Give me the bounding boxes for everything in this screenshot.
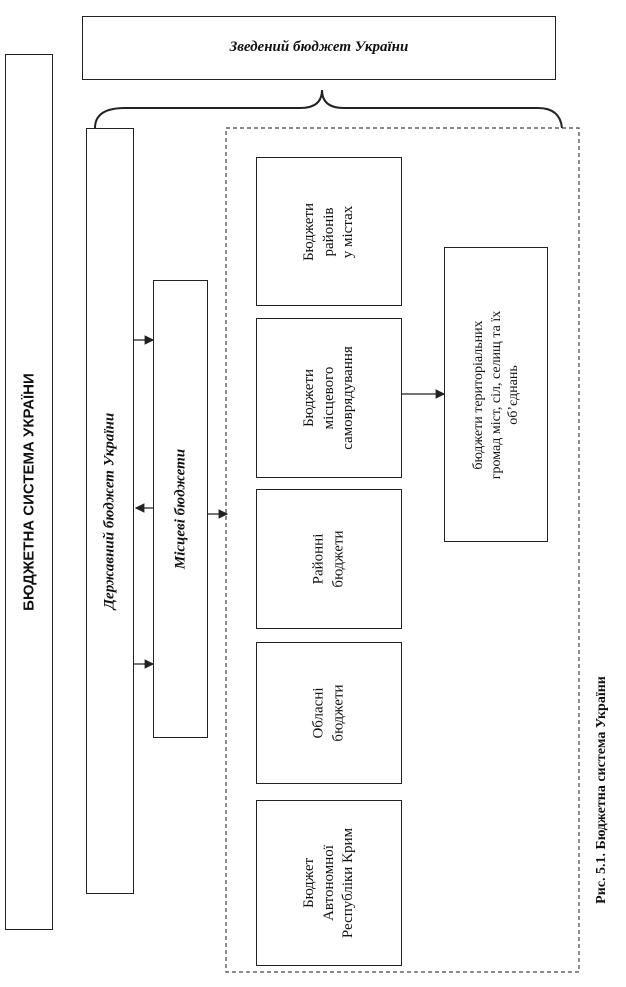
territorial-community-budgets-box: бюджети територіальних громад міст, сіл,… — [444, 247, 548, 542]
district-budgets-box: Районні бюджети — [256, 489, 402, 629]
self-government-budgets-label: Бюджети місцевого самоврядування — [300, 346, 356, 450]
consolidated-budget-label: Зведений бюджет України — [229, 39, 409, 55]
city-district-budgets-label: Бюджети районів у містах — [300, 202, 356, 261]
local-levels-dashed-frame — [225, 127, 580, 973]
local-budgets-label: Місцеві бюджети — [171, 448, 188, 570]
local-budgets-box: Місцеві бюджети — [153, 280, 208, 738]
state-budget-label: Державний бюджет України — [101, 412, 118, 610]
figure-caption-wrap: Рис. 5.1. Бюджетна система України — [584, 600, 620, 980]
state-budget-box: Державний бюджет України — [86, 128, 134, 894]
consolidated-budget-box: Зведений бюджет України — [82, 16, 556, 80]
oblast-budgets-label: Обласні бюджети — [310, 684, 347, 742]
oblast-budgets-box: Обласні бюджети — [256, 642, 402, 784]
self-government-budgets-box: Бюджети місцевого самоврядування — [256, 318, 402, 478]
crimea-budget-box: Бюджет Автономної Республіки Крим — [256, 800, 402, 966]
crimea-budget-label: Бюджет Автономної Республіки Крим — [300, 827, 356, 939]
figure-caption: Рис. 5.1. Бюджетна система України — [593, 676, 609, 904]
district-budgets-label: Районні бюджети — [310, 530, 347, 588]
city-district-budgets-box: Бюджети районів у містах — [256, 157, 402, 306]
budget-system-box: БЮДЖЕТНА СИСТЕМА УКРАЇНИ — [5, 54, 53, 930]
grouping-brace — [94, 89, 563, 129]
territorial-community-budgets-label: бюджети територіальних громад міст, сіл,… — [470, 310, 521, 479]
budget-system-label: БЮДЖЕТНА СИСТЕМА УКРАЇНИ — [20, 373, 38, 611]
